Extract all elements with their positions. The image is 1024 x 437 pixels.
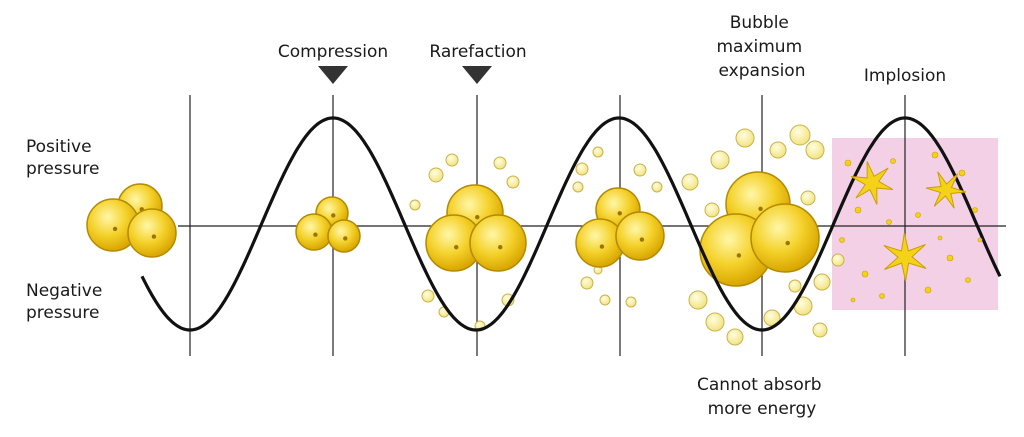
small-bubble [705,203,719,217]
implosion-fragment [932,152,938,158]
implosion-fragment [880,294,885,299]
small-bubble [494,157,506,169]
small-bubble [790,125,810,145]
small-bubble [711,151,729,169]
negative-pressure-label: Negative pressure [26,281,108,323]
implosion-fragment [855,207,861,213]
small-bubble [573,182,583,192]
bubble-nucleus [737,253,741,257]
small-bubble [429,168,443,182]
bubble-maximum-expansion-label: Bubble maximum expansion [716,13,807,81]
small-bubble [789,280,801,292]
implosion-label: Implosion [864,66,946,86]
small-bubble [770,142,786,158]
small-bubble [689,291,707,309]
small-bubble [507,176,519,188]
bubble-nucleus [618,211,622,215]
bubble-nucleus [475,215,479,219]
large-bubble [296,214,332,250]
implosion-fragment [973,208,978,213]
bubble-nucleus [343,236,347,240]
small-bubble [581,277,593,289]
implosion-fragment [978,238,982,242]
small-bubble [736,129,754,147]
large-bubble [616,212,664,260]
implosion-fragment [916,213,921,218]
small-bubble [801,191,815,205]
bubble-nucleus [640,237,644,241]
small-bubble [652,182,662,192]
cannot-absorb-energy-label: Cannot absorb more energy [697,375,827,419]
small-bubble [813,323,827,337]
bubble-nucleus [331,213,335,217]
small-bubble [706,313,724,331]
small-bubble [832,254,844,266]
implosion-fragment [887,220,892,225]
implosion-fragment [925,287,931,293]
small-bubble [593,147,603,157]
bubble-nucleus [152,234,156,238]
compression-marker-triangle [318,66,348,84]
large-bubble [328,220,360,252]
compression-label: Compression [278,42,388,62]
bubble-nucleus [498,245,502,249]
implosion-fragment [959,170,965,176]
bubble-nucleus [786,241,790,245]
rarefaction-marker-triangle [462,66,492,84]
bubble-nucleus [454,245,458,249]
implosion-fragment [966,278,971,283]
implosion-region [832,138,998,310]
bubble-nucleus [600,244,604,248]
bubble-nucleus [113,227,117,231]
implosion-fragment [938,236,942,240]
small-bubble [806,141,824,159]
implosion-fragment [891,159,896,164]
large-bubble [470,215,526,271]
small-bubble [814,274,830,290]
bubble-nucleus [758,207,762,211]
small-bubble [626,297,636,307]
implosion-fragment [851,298,855,302]
small-bubble [446,154,458,166]
small-bubble [634,164,646,176]
bubble-nucleus [313,233,317,237]
small-bubble [410,200,420,210]
implosion-fragment [862,271,868,277]
small-bubble [576,163,588,175]
implosion-fragment [947,255,953,261]
large-bubble [751,204,819,272]
small-bubble [682,174,698,190]
small-bubble [600,295,610,305]
implosion-fragment [845,160,851,166]
small-bubble [727,329,743,345]
positive-pressure-label: Positive pressure [26,137,99,179]
large-bubble [128,209,176,257]
implosion-fragment [840,238,845,243]
rarefaction-label: Rarefaction [429,42,526,62]
small-bubble [422,290,434,302]
